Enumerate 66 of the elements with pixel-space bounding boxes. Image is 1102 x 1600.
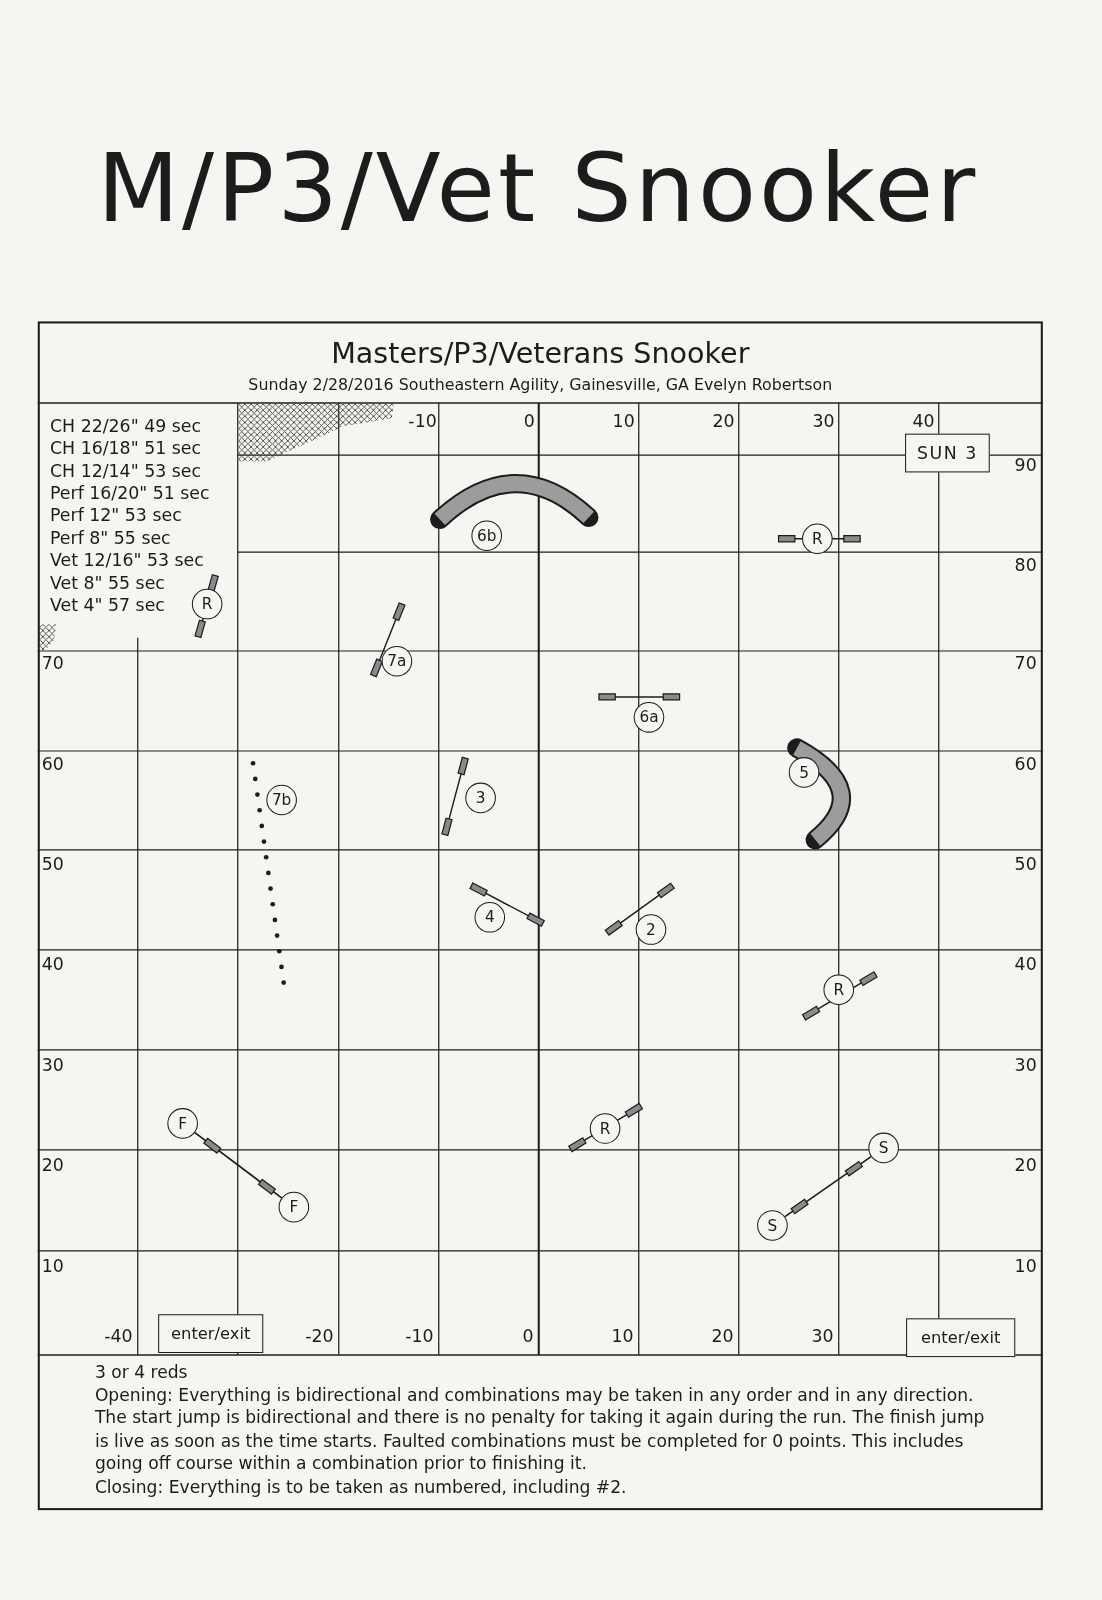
axis-label: -40 (104, 1325, 133, 1347)
circled-marker: 6b (471, 520, 502, 551)
axis-label: 20 (1014, 1155, 1037, 1176)
course-time: Vet 12/16" 53 sec (50, 550, 204, 571)
axis-label: -20 (305, 1325, 334, 1347)
course-note: Closing: Everything is to be taken as numbered, including #2. (94, 1475, 628, 1499)
circled-marker: R (191, 588, 223, 620)
circled-marker: R (589, 1113, 621, 1144)
axis-label: 30 (41, 1055, 64, 1076)
axis-label: -10 (405, 1325, 434, 1347)
course-time: CH 16/18" 51 sec (50, 437, 201, 459)
course-note: 3 or 4 reds (94, 1360, 189, 1384)
course-time: CH 22/26" 49 sec (50, 415, 201, 437)
circled-marker: S (757, 1210, 788, 1241)
axis-label: 60 (1014, 754, 1037, 775)
axis-label: 10 (1014, 1256, 1037, 1277)
jump-bar (194, 1131, 283, 1199)
axis-label: 80 (1014, 555, 1037, 576)
course-time: Vet 4" 57 sec (50, 594, 165, 616)
axis-label: 20 (711, 1325, 734, 1347)
circled-marker: 2 (635, 914, 667, 945)
jump-bar (784, 1155, 872, 1218)
course-subtitle: Sunday 2/28/2016 Southeastern Agility, Gainesville, GA Evelyn Robertson (248, 375, 833, 395)
circled-marker: 6a (633, 702, 665, 733)
course-time: Vet 8" 55 sec (50, 572, 165, 594)
circled-marker: R (802, 523, 833, 555)
circled-marker: F (278, 1191, 310, 1223)
course-time: CH 12/14" 53 sec (50, 460, 201, 481)
course-time: Perf 12" 53 sec (50, 505, 182, 526)
axis-label: 10 (612, 410, 635, 431)
axis-label: 70 (1014, 653, 1037, 674)
axis-label: 40 (41, 954, 64, 975)
axis-label: 60 (41, 754, 64, 775)
course-time: Perf 16/20" 51 sec (50, 482, 210, 504)
axis-label: 70 (41, 653, 64, 674)
page-title: M/P3/Vet Snooker (97, 136, 979, 242)
axis-label: 50 (41, 854, 64, 875)
axis-label: 40 (1014, 954, 1037, 975)
course-time: Perf 8" 55 sec (50, 527, 171, 549)
circled-marker: 5 (788, 757, 820, 788)
circled-marker: 4 (474, 902, 506, 933)
circled-marker: 7b (266, 784, 297, 816)
axis-label: 0 (523, 410, 535, 431)
axis-label: 30 (1014, 1055, 1037, 1076)
course-map-frame (37, 321, 1043, 1511)
circled-marker: 3 (465, 782, 496, 814)
circled-marker: S (868, 1132, 899, 1164)
axis-label: 50 (1014, 854, 1037, 875)
circled-marker: 7a (381, 645, 413, 677)
axis-label: 10 (41, 1256, 64, 1277)
axis-label: 40 (912, 410, 935, 431)
axis-label: 90 (1014, 455, 1037, 476)
axis-label: 10 (611, 1325, 634, 1347)
axis-label: 20 (41, 1155, 64, 1176)
circled-marker: F (167, 1108, 198, 1139)
axis-label: 30 (812, 410, 835, 431)
course-tag: SUN 3 (905, 433, 990, 473)
axis-label: 30 (811, 1325, 834, 1347)
course-note: Opening: Everything is bidirectional and combinations may be taken in any order and in any direction. The start jump is bidirectional and there is no penalty for taking it again during the run. The finish jump is live as soon as the time starts. Faulted combinations must be completed for 0 points. This includes going off course within a combination prior to finishing it. (94, 1383, 986, 1476)
axis-label: 20 (712, 410, 735, 431)
circled-marker: R (823, 974, 855, 1006)
axis-label: -10 (408, 410, 437, 431)
course-heading: Masters/P3/Veterans Snooker (331, 336, 750, 371)
axis-label: 0 (522, 1325, 534, 1347)
entrance-box: enter/exit (158, 1314, 264, 1353)
entrance-box: enter/exit (906, 1318, 1016, 1358)
